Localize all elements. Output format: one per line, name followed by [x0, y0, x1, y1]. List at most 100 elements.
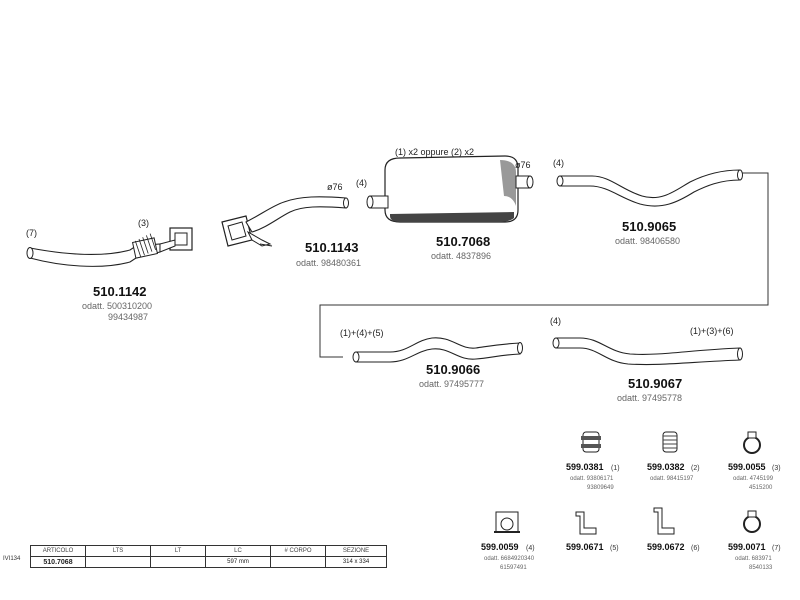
- callout-1-3-6: (1)+(3)+(6): [690, 326, 734, 336]
- odatt-number-2: 93809649: [587, 485, 614, 491]
- part-code: 510.9066: [426, 362, 480, 377]
- table-cell: [270, 556, 326, 568]
- part-510-9066[interactable]: (1)+(4)+(5) 510.9066 odatt. 97495777: [340, 328, 523, 389]
- diameter-label: ø76: [327, 182, 343, 192]
- accessory-599-0055[interactable]: 599.0055 (3) odatt. 4745199 4515200: [728, 431, 781, 491]
- header-cell: # CORPO: [270, 545, 326, 557]
- accessory-code: 599.0672: [647, 542, 685, 552]
- pipe-drawing: [559, 169, 741, 207]
- callout-4: (4): [356, 178, 367, 188]
- odatt-number: odatt. 97495778: [617, 393, 682, 403]
- odatt-number: odatt. 98406580: [615, 236, 680, 246]
- muffler-drawing: [366, 155, 534, 223]
- bracket-clamp-icon: [494, 511, 520, 533]
- header-cell: LC: [205, 545, 271, 557]
- table-cell: 510.7068: [30, 556, 86, 568]
- accessory-qty: (7): [772, 545, 781, 552]
- accessory-599-0382[interactable]: 599.0382 (2) odatt. 98415197: [647, 431, 700, 482]
- accessory-599-0071[interactable]: 599.0071 (7) odatt. 683971 8540133: [728, 510, 781, 571]
- spec-table-row: 510.7068 597 mm 314 x 334: [30, 556, 387, 568]
- accessory-code: 599.0671: [566, 542, 604, 552]
- odatt-number: odatt. 4745199: [733, 476, 774, 482]
- spec-table: ARTICOLO LTS LT LC # CORPO SEZIONE 510.7…: [30, 545, 387, 568]
- row-connector-line: [319, 172, 769, 358]
- spec-table-header-row: ARTICOLO LTS LT LC # CORPO SEZIONE: [30, 545, 387, 557]
- clamp-icon: [581, 431, 601, 453]
- accessory-599-0381[interactable]: 599.0381 (1) odatt. 93806171 93809649: [566, 431, 620, 491]
- flex-section-drawing: [131, 233, 159, 259]
- hanger-icon: [653, 507, 675, 535]
- accessory-qty: (4): [526, 545, 535, 552]
- part-510-1143[interactable]: ø76 510.1143 odatt. 98480361: [221, 182, 361, 268]
- accessory-code: 599.0055: [728, 462, 766, 472]
- pipe-end: [552, 337, 560, 349]
- ring-clamp-icon: [743, 510, 761, 533]
- header-cell: SEZIONE: [325, 545, 387, 557]
- odatt-number-2: 61597491: [500, 565, 527, 571]
- accessory-qty: (6): [691, 545, 700, 552]
- odatt-number: odatt. 683971: [735, 556, 772, 562]
- accessory-qty: (5): [610, 545, 619, 552]
- pipe-drawing: [355, 337, 521, 363]
- table-cell: 597 mm: [205, 556, 271, 568]
- pipe-end: [343, 197, 349, 209]
- odatt-number: odatt. 500310200: [82, 301, 152, 311]
- gasket-icon: [662, 431, 678, 453]
- odatt-number: odatt. 98480361: [296, 258, 361, 268]
- callout-3: (3): [138, 218, 149, 228]
- part-code: 510.1142: [93, 284, 147, 299]
- table-side-code: IVI134: [3, 556, 21, 562]
- fitting-note: (1) x2 oppure (2) x2: [395, 147, 474, 157]
- callout-4: (4): [550, 316, 561, 326]
- pipe-drawing: [555, 337, 741, 366]
- pipe-end: [737, 169, 743, 181]
- part-code: 510.9067: [628, 376, 682, 391]
- part-code: 510.9065: [622, 219, 676, 234]
- hanger-icon: [575, 511, 597, 535]
- pipe-end: [517, 342, 523, 354]
- odatt-number-2: 4515200: [749, 485, 773, 491]
- part-510-9067[interactable]: (4) (1)+(3)+(6) 510.9067 odatt. 97495778: [550, 316, 743, 403]
- callout-7: (7): [26, 228, 37, 238]
- callout-4: (4): [553, 158, 564, 168]
- accessory-code: 599.0059: [481, 542, 519, 552]
- odatt-number: odatt. 93806171: [570, 476, 614, 482]
- callout-1-4-5: (1)+(4)+(5): [340, 328, 384, 338]
- part-510-1142[interactable]: (7) (3) 510.1142 odatt. 500310200 994349…: [26, 218, 193, 322]
- header-cell: LTS: [85, 545, 151, 557]
- pipe-end: [556, 175, 564, 187]
- table-cell: [85, 556, 151, 568]
- accessory-599-0672[interactable]: 599.0672 (6): [647, 507, 700, 552]
- pipe-drawing: [245, 196, 347, 233]
- accessory-599-0671[interactable]: 599.0671 (5): [566, 511, 619, 552]
- header-cell: LT: [150, 545, 206, 557]
- front-pipe-end: [26, 247, 34, 259]
- part-code: 510.7068: [436, 234, 490, 249]
- odatt-number-2: 99434987: [108, 312, 148, 322]
- table-cell: [150, 556, 206, 568]
- accessory-599-0059[interactable]: 599.0059 (4) odatt. 6684920340 61597491: [481, 511, 535, 571]
- accessory-qty: (3): [772, 465, 781, 472]
- accessory-code: 599.0071: [728, 542, 766, 552]
- accessory-code: 599.0382: [647, 462, 685, 472]
- odatt-number: odatt. 4837896: [431, 251, 491, 261]
- header-cell: ARTICOLO: [30, 545, 86, 557]
- flange-drawing: [221, 215, 273, 247]
- part-510-9065[interactable]: (4) 510.9065 odatt. 98406580: [553, 158, 743, 246]
- accessory-qty: (1): [611, 465, 620, 472]
- part-510-7068[interactable]: (1) x2 oppure (2) x2 ø76 (4) 510.7068 od…: [356, 147, 534, 261]
- accessory-code: 599.0381: [566, 462, 604, 472]
- odatt-number: odatt. 97495777: [419, 379, 484, 389]
- front-flange-drawing: [159, 227, 193, 253]
- part-code: 510.1143: [305, 240, 359, 255]
- diameter-label: ø76: [515, 160, 531, 170]
- pipe-end: [352, 351, 360, 363]
- odatt-number: odatt. 6684920340: [484, 556, 535, 562]
- pipe-end: [737, 347, 743, 361]
- table-cell: 314 x 334: [325, 556, 387, 568]
- odatt-number-2: 8540133: [749, 565, 773, 571]
- accessory-qty: (2): [691, 465, 700, 472]
- odatt-number: odatt. 98415197: [650, 476, 694, 482]
- ring-clamp-icon: [743, 431, 761, 454]
